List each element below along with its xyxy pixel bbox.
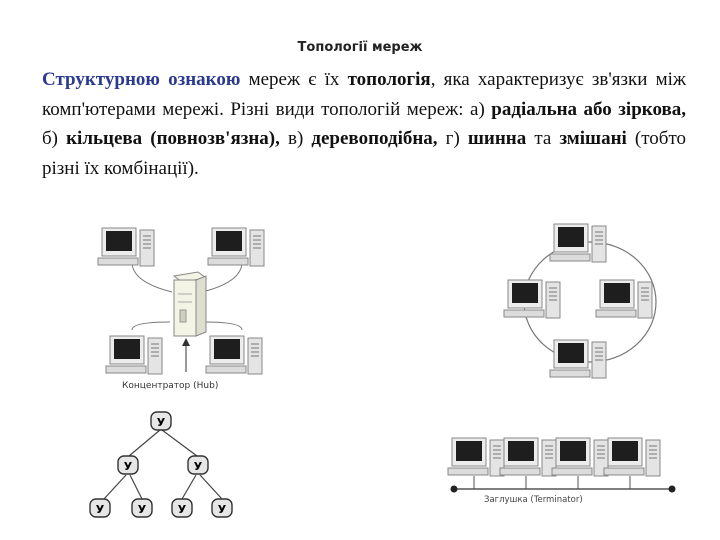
term-topology: топологія [347,69,431,90]
computer-icon [447,437,505,477]
tree-link [181,474,197,500]
computer-icon [207,227,265,267]
tree-node: У [117,455,139,475]
tree-link [103,474,127,500]
term-mixed: змішані [559,128,627,149]
tree-node: У [171,498,193,518]
computer-icon [205,335,263,375]
term-star: радіальна або зіркова, [491,98,686,120]
text-3: б) [42,128,67,149]
star-link [203,321,243,331]
terminator-right [668,485,676,493]
terminator-left [450,485,458,493]
term-bus: шинна [467,128,527,149]
text-1: мереж є їх [240,69,348,90]
ring-topology-diagram [500,222,680,394]
lead-term: Структурною ознакою [42,69,241,90]
topology-description: Структурною ознакою мереж є їх топологія… [42,65,686,183]
tree-link [161,429,198,457]
svg-text:У: У [124,460,133,473]
hub-pointer-arrowhead [182,338,190,346]
computer-icon [551,437,609,477]
term-tree: деревоподібна, [311,128,438,149]
computer-icon [595,279,653,319]
tree-link [199,474,223,500]
svg-text:У: У [194,460,203,473]
svg-text:У: У [178,503,187,516]
svg-text:У: У [157,416,166,429]
tree-node: У [211,498,233,518]
computer-icon [549,339,607,379]
text-4: в) [279,128,312,149]
tree-link [128,429,161,457]
text-5: г) [437,128,468,149]
page-title: Топології мереж [297,40,423,55]
svg-text:У: У [218,503,227,516]
hub-caption: Концентратор (Hub) [122,381,218,391]
tree-node: У [187,455,209,475]
text-2: , яка характеризує зв'язки між комп'ютер… [42,69,686,120]
computer-icon [97,227,155,267]
tree-node: У [150,411,172,431]
hub-icon [172,271,208,337]
svg-text:У: У [138,503,147,516]
tree-topology-diagram: У У У У У У У [89,411,233,518]
term-ring: кільцева (повнозв'язна), [66,128,280,149]
tree-node: У [89,498,111,518]
computer-icon [549,223,607,263]
svg-text:У: У [96,503,105,516]
bus-topology-diagram: Заглушка (Terminator) [444,432,684,506]
star-link [131,321,171,331]
tree-link [129,474,143,500]
computer-icon [603,437,661,477]
computer-icon [499,437,557,477]
computer-icon [105,335,163,375]
tree-node: У [131,498,153,518]
text-7: (тобто різні їх комбінації). [42,128,686,179]
terminator-caption: Заглушка (Terminator) [484,495,583,505]
text-6: та [526,128,560,149]
star-topology-diagram: Концентратор (Hub) [92,222,272,394]
computer-icon [503,279,561,319]
